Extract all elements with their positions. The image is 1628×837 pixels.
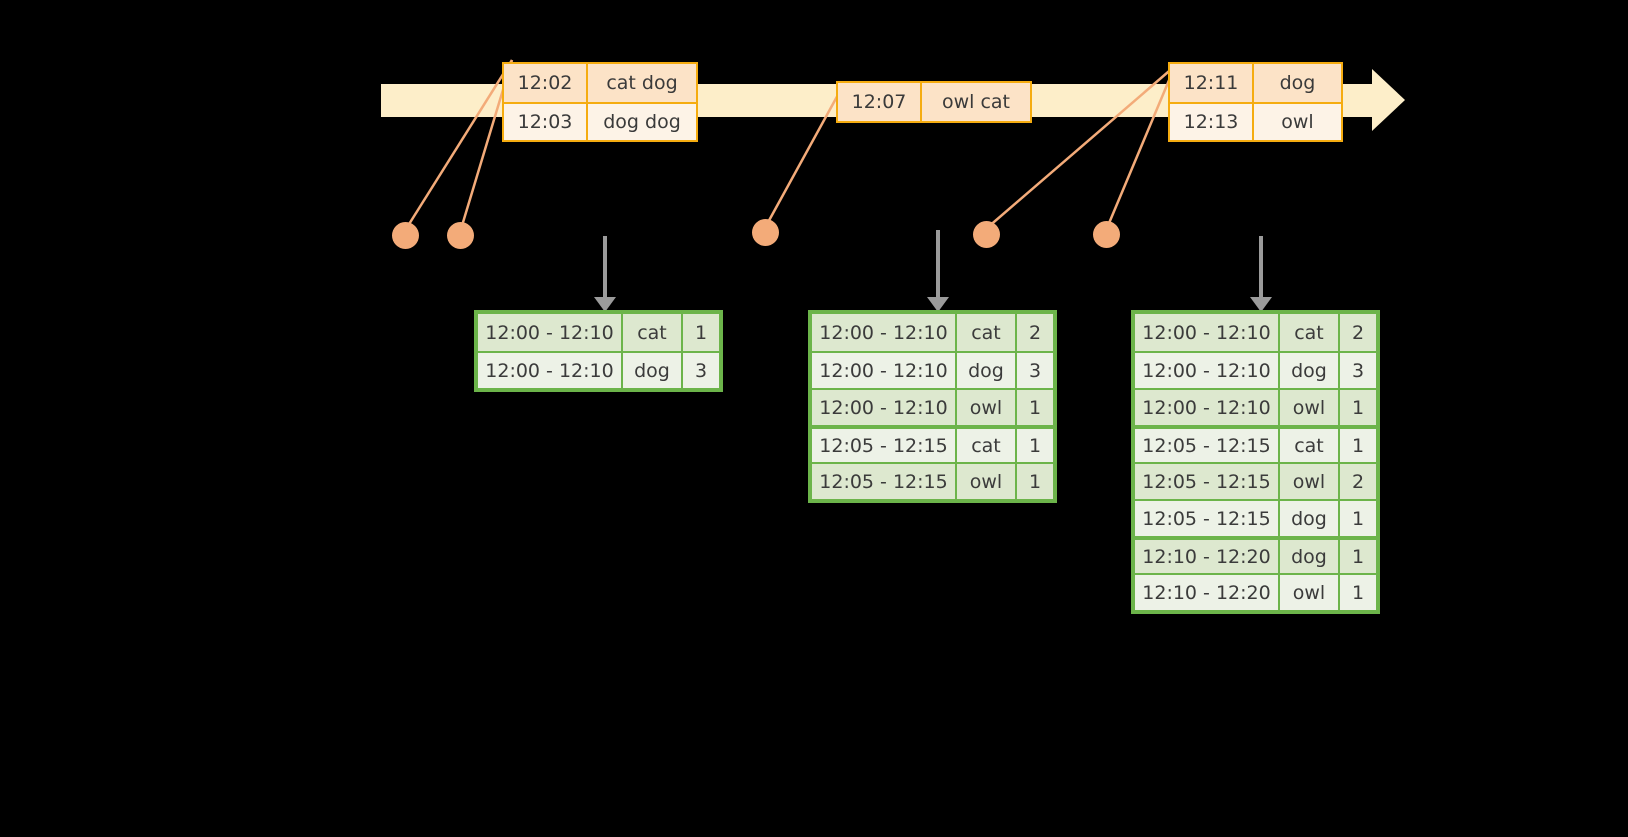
cell-count: 3 xyxy=(1340,353,1376,388)
cell-word: cat xyxy=(623,314,683,351)
event-row: 12:03 dog dog xyxy=(504,102,696,140)
event-time: 12:07 xyxy=(838,83,922,121)
cell-window: 12:00 - 12:10 xyxy=(1135,314,1280,351)
down-arrow-table-2 xyxy=(927,230,949,312)
event-group-1[interactable]: 12:02 cat dog 12:03 dog dog xyxy=(502,62,698,142)
cell-word: owl xyxy=(1280,464,1340,499)
cell-word: cat xyxy=(957,314,1017,351)
cell-count: 1 xyxy=(1340,501,1376,536)
event-time: 12:11 xyxy=(1170,64,1254,102)
cell-window: 12:10 - 12:20 xyxy=(1135,575,1280,610)
event-marker-3 xyxy=(752,219,779,246)
event-group-3[interactable]: 12:11 dog 12:13 owl xyxy=(1168,62,1343,142)
cell-word: owl xyxy=(957,390,1017,425)
cell-count: 1 xyxy=(683,314,719,351)
cell-count: 1 xyxy=(1340,540,1376,573)
arrow-stem xyxy=(603,236,607,297)
event-row: 12:02 cat dog xyxy=(504,64,696,102)
cell-window: 12:00 - 12:10 xyxy=(1135,390,1280,425)
arrow-head-icon xyxy=(594,297,616,312)
cell-count: 1 xyxy=(1340,390,1376,425)
event-row: 12:11 dog xyxy=(1170,64,1341,102)
cell-window: 12:00 - 12:10 xyxy=(812,353,957,388)
event-words: owl cat xyxy=(922,83,1030,121)
arrow-stem xyxy=(1259,236,1263,297)
cell-word: cat xyxy=(957,429,1017,462)
cell-count: 1 xyxy=(1017,390,1053,425)
arrow-stem xyxy=(936,230,940,297)
event-words: dog xyxy=(1254,64,1341,102)
arrow-head-icon xyxy=(927,297,949,312)
cell-count: 1 xyxy=(1340,429,1376,462)
down-arrow-table-1 xyxy=(594,236,616,312)
cell-word: cat xyxy=(1280,314,1340,351)
cell-window: 12:05 - 12:15 xyxy=(1135,429,1280,462)
cell-window: 12:10 - 12:20 xyxy=(1135,540,1280,573)
event-marker-4 xyxy=(973,221,1000,248)
cell-word: owl xyxy=(1280,390,1340,425)
event-marker-1 xyxy=(392,222,419,249)
event-time: 12:13 xyxy=(1170,104,1254,140)
event-words: cat dog xyxy=(588,64,696,102)
event-marker-2 xyxy=(447,222,474,249)
cell-window: 12:00 - 12:10 xyxy=(478,353,623,388)
down-arrow-table-3 xyxy=(1250,236,1272,312)
cell-word: owl xyxy=(1280,575,1340,610)
cell-window: 12:05 - 12:15 xyxy=(812,429,957,462)
event-time: 12:03 xyxy=(504,104,588,140)
cell-window: 12:05 - 12:15 xyxy=(812,464,957,499)
cell-word: dog xyxy=(623,353,683,388)
event-group-2[interactable]: 12:07 owl cat xyxy=(836,81,1032,123)
cell-count: 1 xyxy=(1340,575,1376,610)
event-row: 12:07 owl cat xyxy=(838,83,1030,121)
cell-window: 12:00 - 12:10 xyxy=(478,314,623,351)
cell-count: 2 xyxy=(1340,314,1376,351)
arrow-head-icon xyxy=(1250,297,1272,312)
cell-window: 12:00 - 12:10 xyxy=(812,314,957,351)
cell-word: owl xyxy=(957,464,1017,499)
cell-count: 2 xyxy=(1340,464,1376,499)
cell-count: 1 xyxy=(1017,464,1053,499)
cell-word: dog xyxy=(1280,501,1340,536)
cell-count: 3 xyxy=(1017,353,1053,388)
cell-count: 2 xyxy=(1017,314,1053,351)
event-words: owl xyxy=(1254,104,1341,140)
cell-count: 3 xyxy=(683,353,719,388)
cell-word: cat xyxy=(1280,429,1340,462)
timeline-arrowhead-icon xyxy=(1372,69,1405,131)
cell-count: 1 xyxy=(1017,429,1053,462)
cell-word: dog xyxy=(957,353,1017,388)
event-time: 12:02 xyxy=(504,64,588,102)
event-words: dog dog xyxy=(588,104,696,140)
cell-window: 12:05 - 12:15 xyxy=(1135,501,1280,536)
cell-word: dog xyxy=(1280,353,1340,388)
cell-window: 12:00 - 12:10 xyxy=(812,390,957,425)
cell-word: dog xyxy=(1280,540,1340,573)
cell-window: 12:00 - 12:10 xyxy=(1135,353,1280,388)
event-marker-5 xyxy=(1093,221,1120,248)
cell-window: 12:05 - 12:15 xyxy=(1135,464,1280,499)
event-row: 12:13 owl xyxy=(1170,102,1341,140)
timeline-arrow-tail xyxy=(1359,84,1375,117)
